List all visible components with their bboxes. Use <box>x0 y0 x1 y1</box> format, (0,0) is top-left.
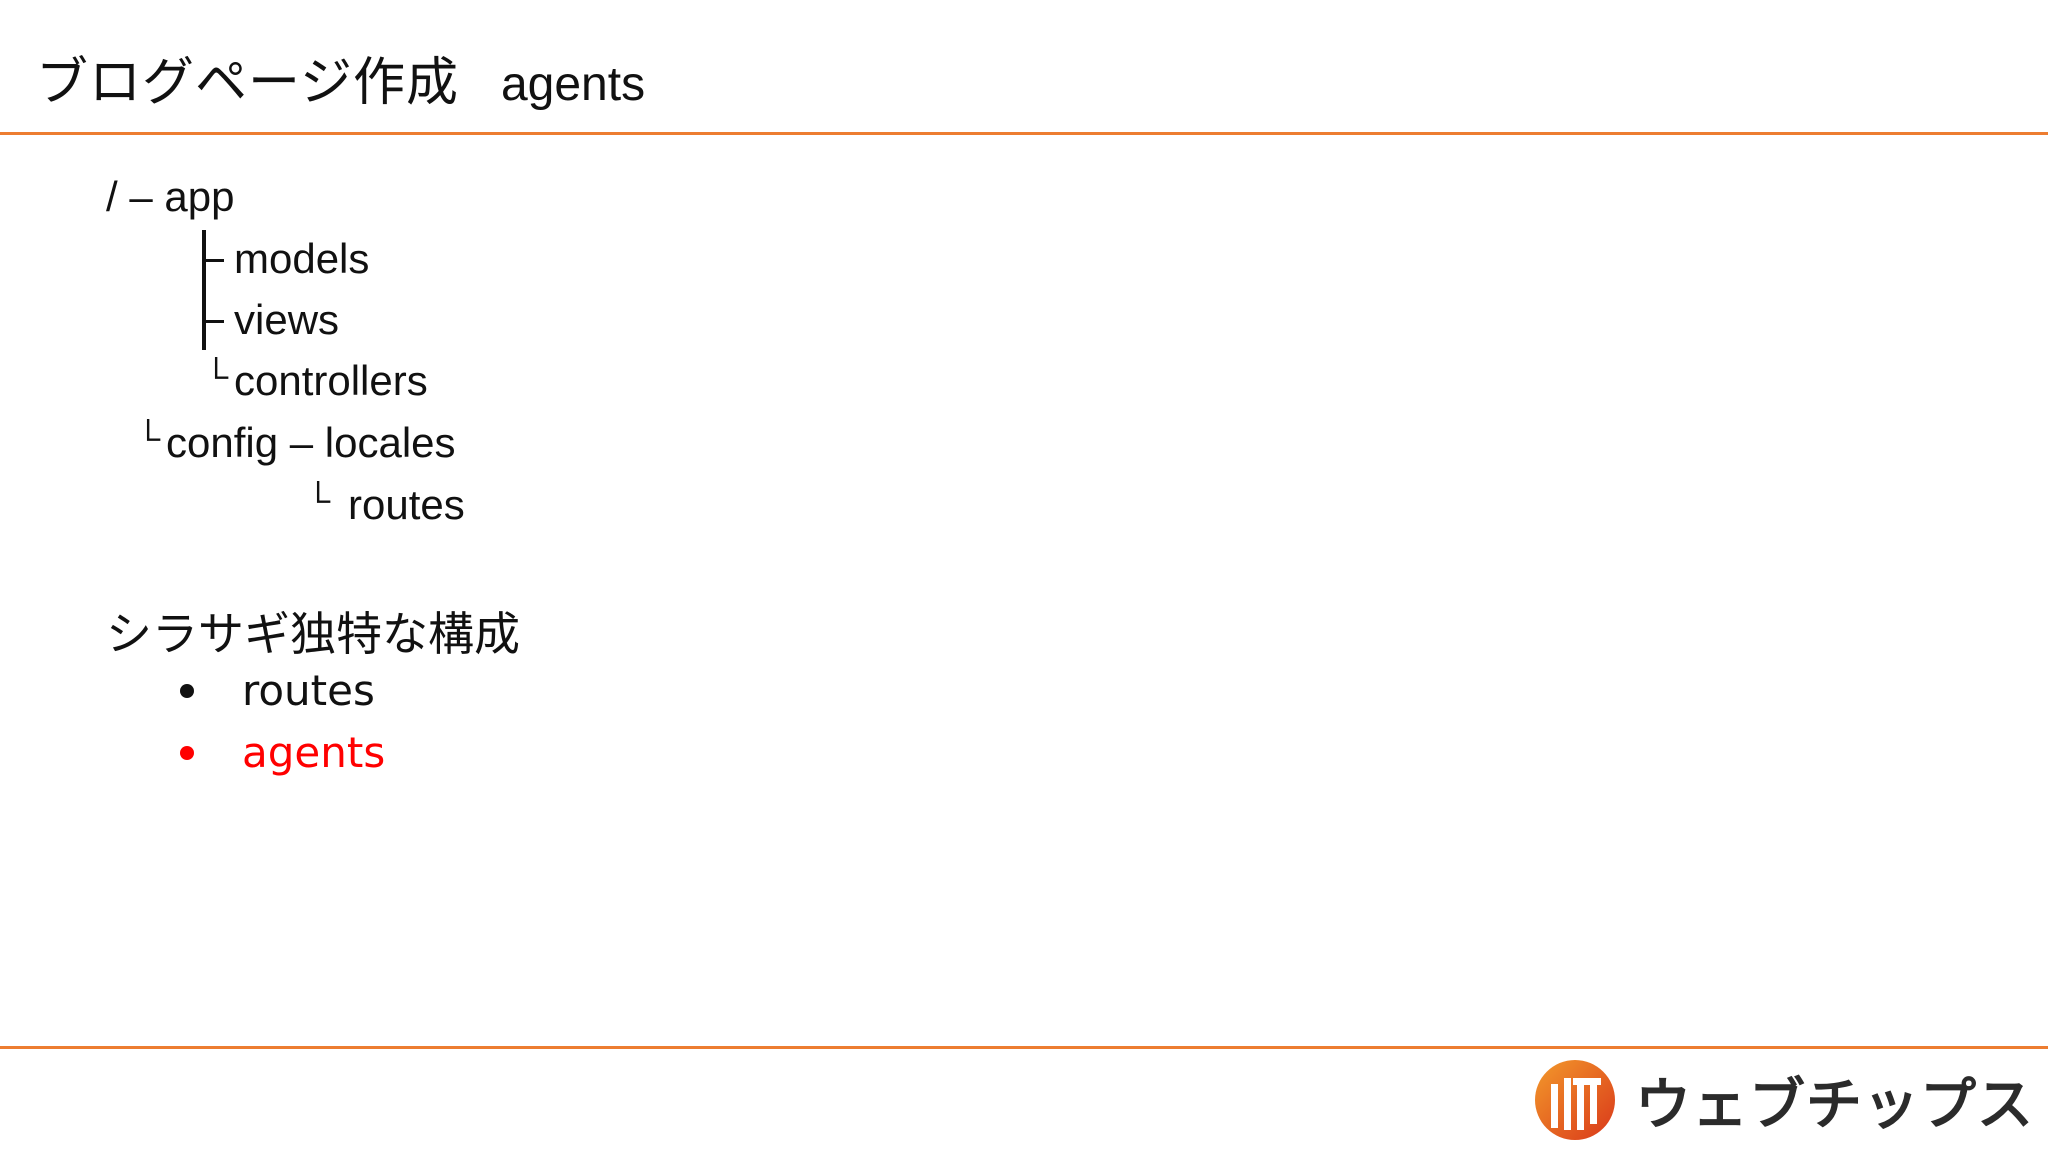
tree-root-line: / – app <box>106 173 235 220</box>
footer-divider <box>0 1046 2048 1049</box>
title-english: agents <box>500 58 646 111</box>
tree-item-routes: routes <box>348 481 465 528</box>
features-heading: シラサギ独特な構成 <box>106 607 520 661</box>
brand-name: ウェブチップス <box>1635 1072 2034 1138</box>
tree-corner-glyph: └ <box>204 358 229 396</box>
tree-item-controllers: controllers <box>234 357 428 404</box>
tree-connector-vertical <box>202 230 206 350</box>
tree-item-models: models <box>234 235 370 282</box>
bullet-icon <box>180 683 194 698</box>
feature-label: agents <box>242 728 386 777</box>
brand-logo: ウェブチップス <box>1533 1058 2034 1142</box>
tree-corner-glyph: └ <box>136 420 161 458</box>
feature-label: routes <box>242 666 375 715</box>
tree-item-config: config – locales <box>166 419 456 466</box>
title-japanese: ブログページ作成 <box>36 53 459 113</box>
tree-corner-glyph: └ <box>306 482 331 520</box>
tree-connector-views <box>202 320 224 323</box>
tree-connector-models <box>202 259 224 262</box>
tree-item-views: views <box>234 296 340 343</box>
title-divider <box>0 132 2048 135</box>
webtips-logo-icon <box>1535 1060 1615 1140</box>
slide-title: ブログページ作成 agents <box>36 40 645 120</box>
feature-item-agents: agents <box>180 728 385 777</box>
feature-item-routes: routes <box>180 666 375 715</box>
bullet-icon <box>180 745 194 760</box>
